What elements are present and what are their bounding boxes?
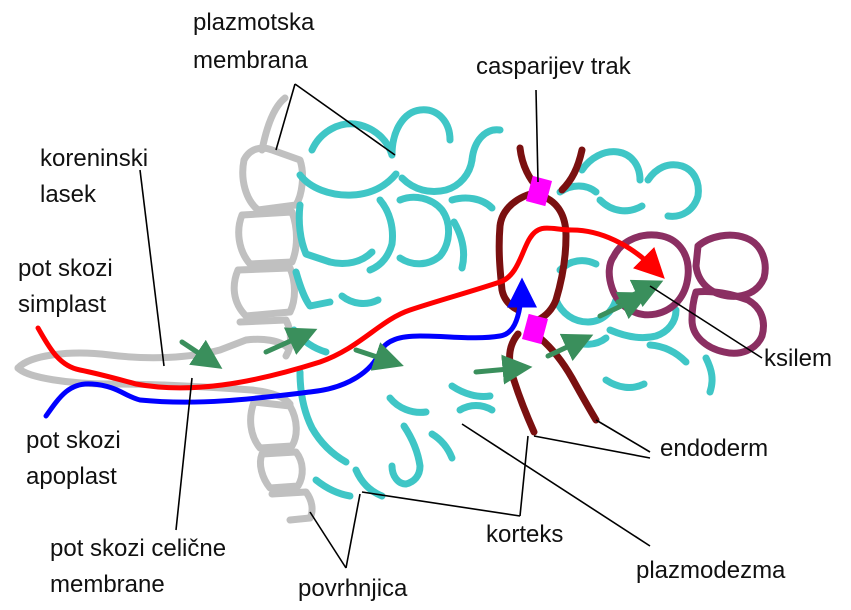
label-symplast-line2: simplast — [18, 290, 106, 320]
label-root-hair-line2: lasek — [40, 180, 96, 210]
label-plasma-membrane-line2: membrana — [193, 46, 308, 76]
transmembrane-arrows — [182, 286, 652, 372]
label-transmembrane-line1: pot skozi celične — [50, 534, 226, 564]
label-transmembrane-line2: membrane — [50, 570, 165, 600]
label-plasma-membrane-line1: plazmotska — [193, 8, 314, 38]
label-plasmodesma: plazmodezma — [636, 556, 785, 586]
label-epidermis: povrhnjica — [298, 574, 407, 604]
label-cortex: korteks — [486, 520, 563, 550]
label-apoplast-line2: apoplast — [26, 462, 117, 492]
label-xylem: ksilem — [764, 344, 832, 374]
label-root-hair-line1: koreninski — [40, 144, 148, 174]
label-apoplast-line1: pot skozi — [26, 426, 121, 456]
label-casparian-strip: casparijev trak — [476, 52, 631, 82]
cortex-cells — [294, 110, 712, 496]
label-endodermis: endoderm — [660, 434, 768, 464]
label-symplast-line1: pot skozi — [18, 254, 113, 284]
